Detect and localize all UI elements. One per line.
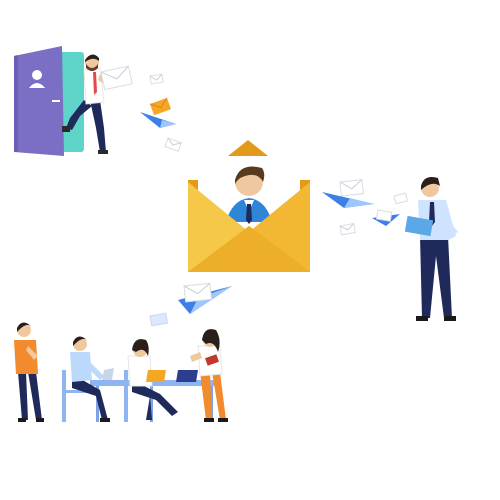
envelope-icon <box>375 209 393 222</box>
envelope-front-right <box>249 182 310 272</box>
chair-icon <box>62 370 88 422</box>
seated-man <box>62 336 114 422</box>
chair-icon <box>124 370 128 422</box>
laptop-icon <box>404 215 434 237</box>
envelope-icon <box>339 179 364 197</box>
laptop-icon <box>146 370 166 382</box>
thinking-man-shirt <box>14 340 38 374</box>
envelope-icon <box>393 192 409 205</box>
running-man-tie <box>93 72 97 95</box>
running-man-hair <box>85 54 99 62</box>
laptop-icon <box>102 368 114 380</box>
envelope-icon <box>149 73 164 85</box>
paper-plane-icon <box>322 192 374 208</box>
envelope-icon <box>100 65 133 91</box>
seated-woman <box>124 339 178 422</box>
central-envelope <box>188 140 310 272</box>
envelope-icon <box>164 137 182 152</box>
envelope-front-left <box>188 182 249 272</box>
door-handle <box>52 100 60 102</box>
running-man-leg-back <box>66 100 92 130</box>
notebook-icon <box>204 354 220 366</box>
envelope-icon <box>183 282 213 303</box>
envelope-icon <box>339 222 356 236</box>
standing-woman <box>190 329 228 422</box>
avatar <box>226 166 272 224</box>
door-edge <box>14 55 18 152</box>
door-icon <box>14 46 64 156</box>
envelope-icon <box>149 312 169 327</box>
envelope-icon <box>149 97 172 116</box>
user-icon <box>29 70 45 88</box>
standing-man-legs <box>420 236 452 318</box>
envelope-flap-tip <box>228 140 268 156</box>
laptop-icon <box>176 370 198 382</box>
door-group <box>14 46 84 156</box>
paper-plane-icon <box>140 112 176 128</box>
standing-man <box>404 177 458 321</box>
running-man-leg-front <box>90 100 106 152</box>
thinking-man <box>14 322 44 422</box>
table-icon <box>90 380 220 422</box>
